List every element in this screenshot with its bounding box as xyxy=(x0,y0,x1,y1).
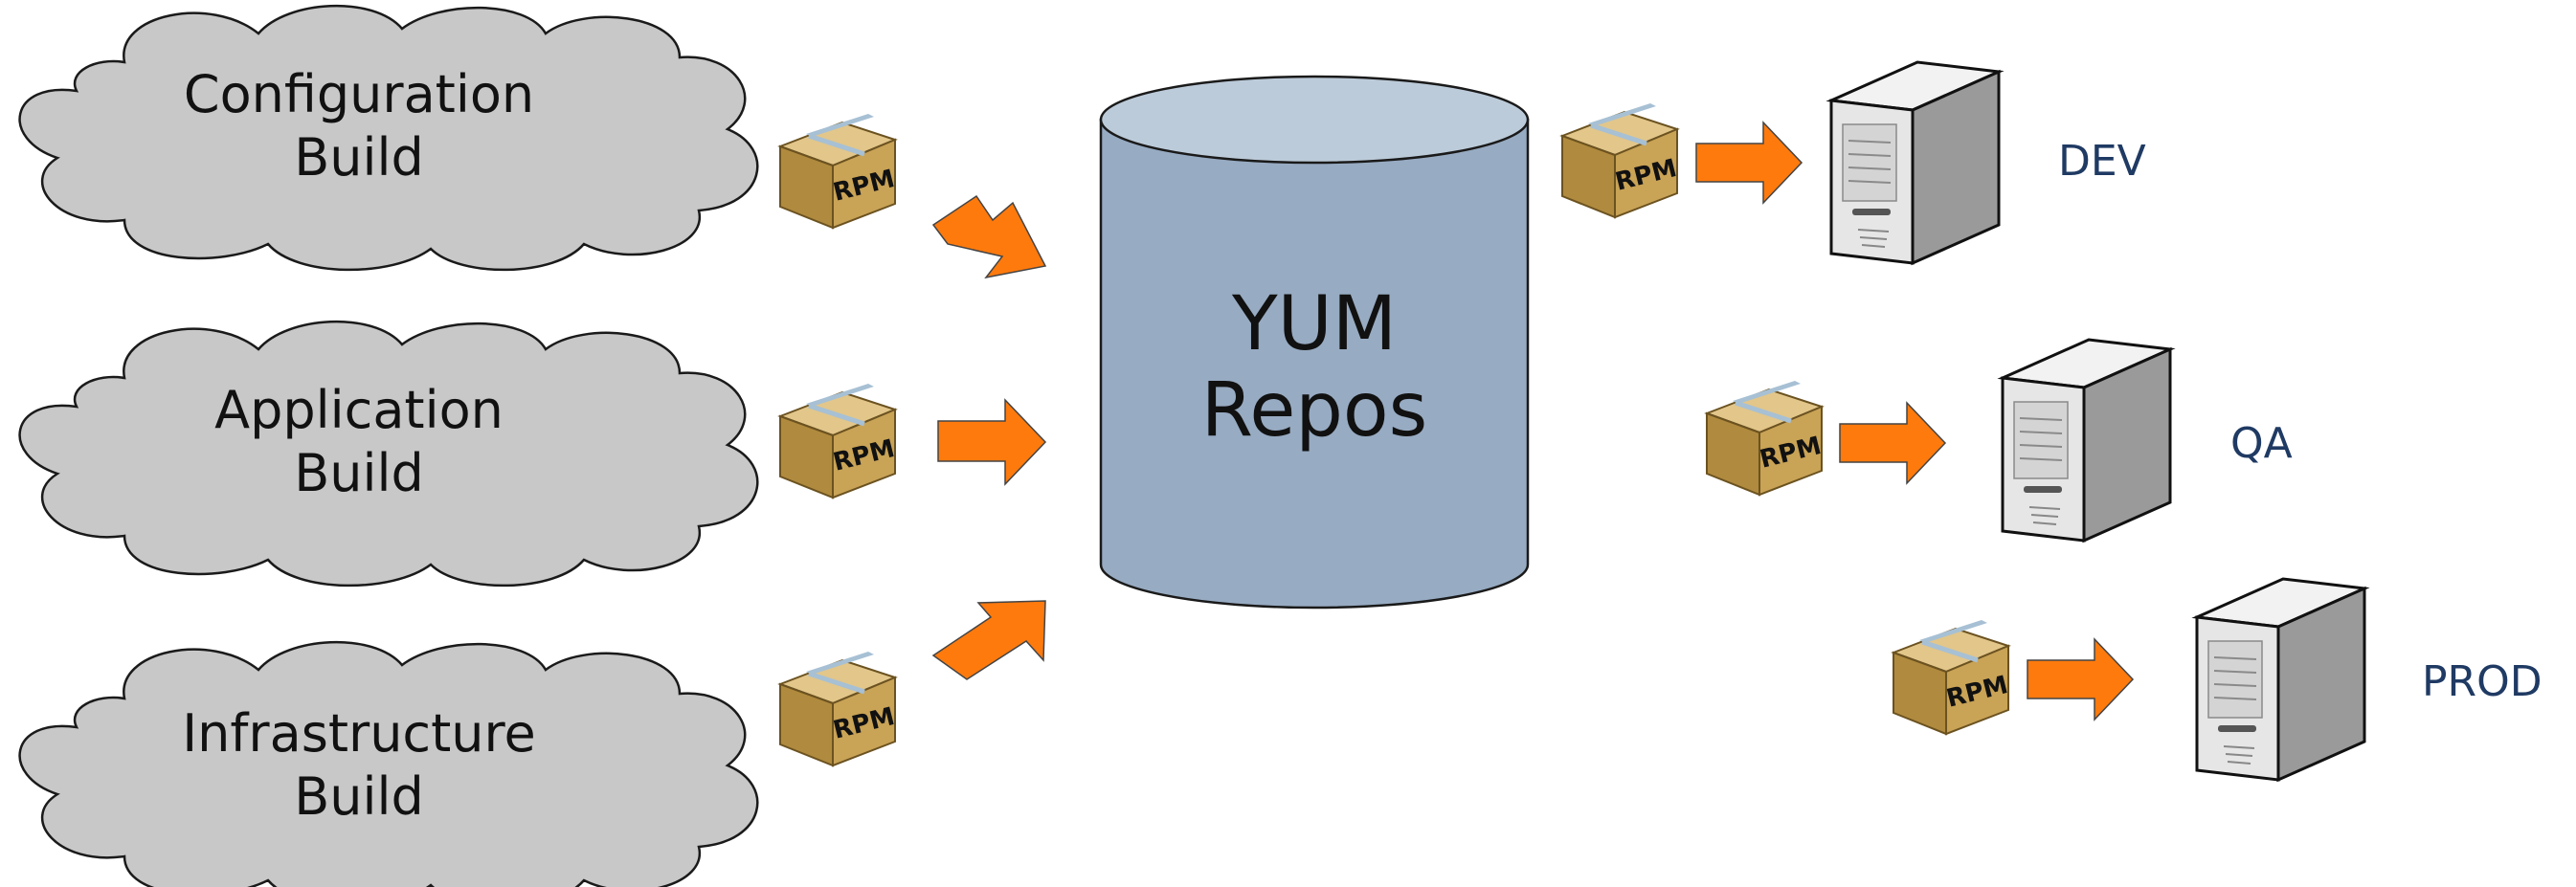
repository-label-line1: YUM xyxy=(1231,281,1397,367)
cloud-label-line2: Build xyxy=(294,127,424,188)
rpm-package-application: RPM xyxy=(780,384,898,498)
cloud-label-line1: Configuration xyxy=(184,64,534,124)
server-icon xyxy=(1829,60,2001,265)
cloud-label-line2: Build xyxy=(294,443,424,503)
deploy-qa: RPM QA xyxy=(1707,338,2293,543)
cloud-infrastructure-build: Infrastructure Build xyxy=(18,640,759,887)
rpm-package-configuration: RPM xyxy=(780,114,898,228)
cloud-label-line2: Build xyxy=(294,766,424,827)
env-label-prod: PROD xyxy=(2422,657,2542,706)
arrow-icon xyxy=(2027,637,2135,721)
arrow-icon xyxy=(1839,401,1947,485)
deploy-dev: RPM DEV xyxy=(1562,60,2146,265)
rpm-package-prod: RPM xyxy=(1893,620,2011,734)
arrow-icon xyxy=(1695,121,1803,205)
database-icon xyxy=(1099,75,1530,610)
arrow-icon xyxy=(931,600,1046,680)
rpm-package-dev: RPM xyxy=(1562,103,1680,217)
server-icon xyxy=(2195,577,2366,782)
cloud-icon xyxy=(18,640,759,887)
cloud-label-line1: Infrastructure xyxy=(182,703,536,764)
repository-label-line2: Repos xyxy=(1201,367,1428,454)
rpm-package-infrastructure: RPM xyxy=(780,652,898,765)
env-label-qa: QA xyxy=(2230,419,2293,468)
cloud-application-build: Application Build xyxy=(18,320,759,588)
rpm-package-qa: RPM xyxy=(1707,381,1825,495)
cloud-label-line1: Application xyxy=(214,380,504,440)
cloud-configuration-build: Configuration Build xyxy=(18,4,759,272)
arrow-icon xyxy=(937,398,1047,486)
yum-repository: YUM Repos xyxy=(1099,75,1530,610)
arrow-icon xyxy=(931,194,1047,279)
deploy-prod: RPM PROD xyxy=(1893,577,2542,782)
server-icon xyxy=(2001,338,2172,543)
env-label-dev: DEV xyxy=(2058,137,2146,186)
